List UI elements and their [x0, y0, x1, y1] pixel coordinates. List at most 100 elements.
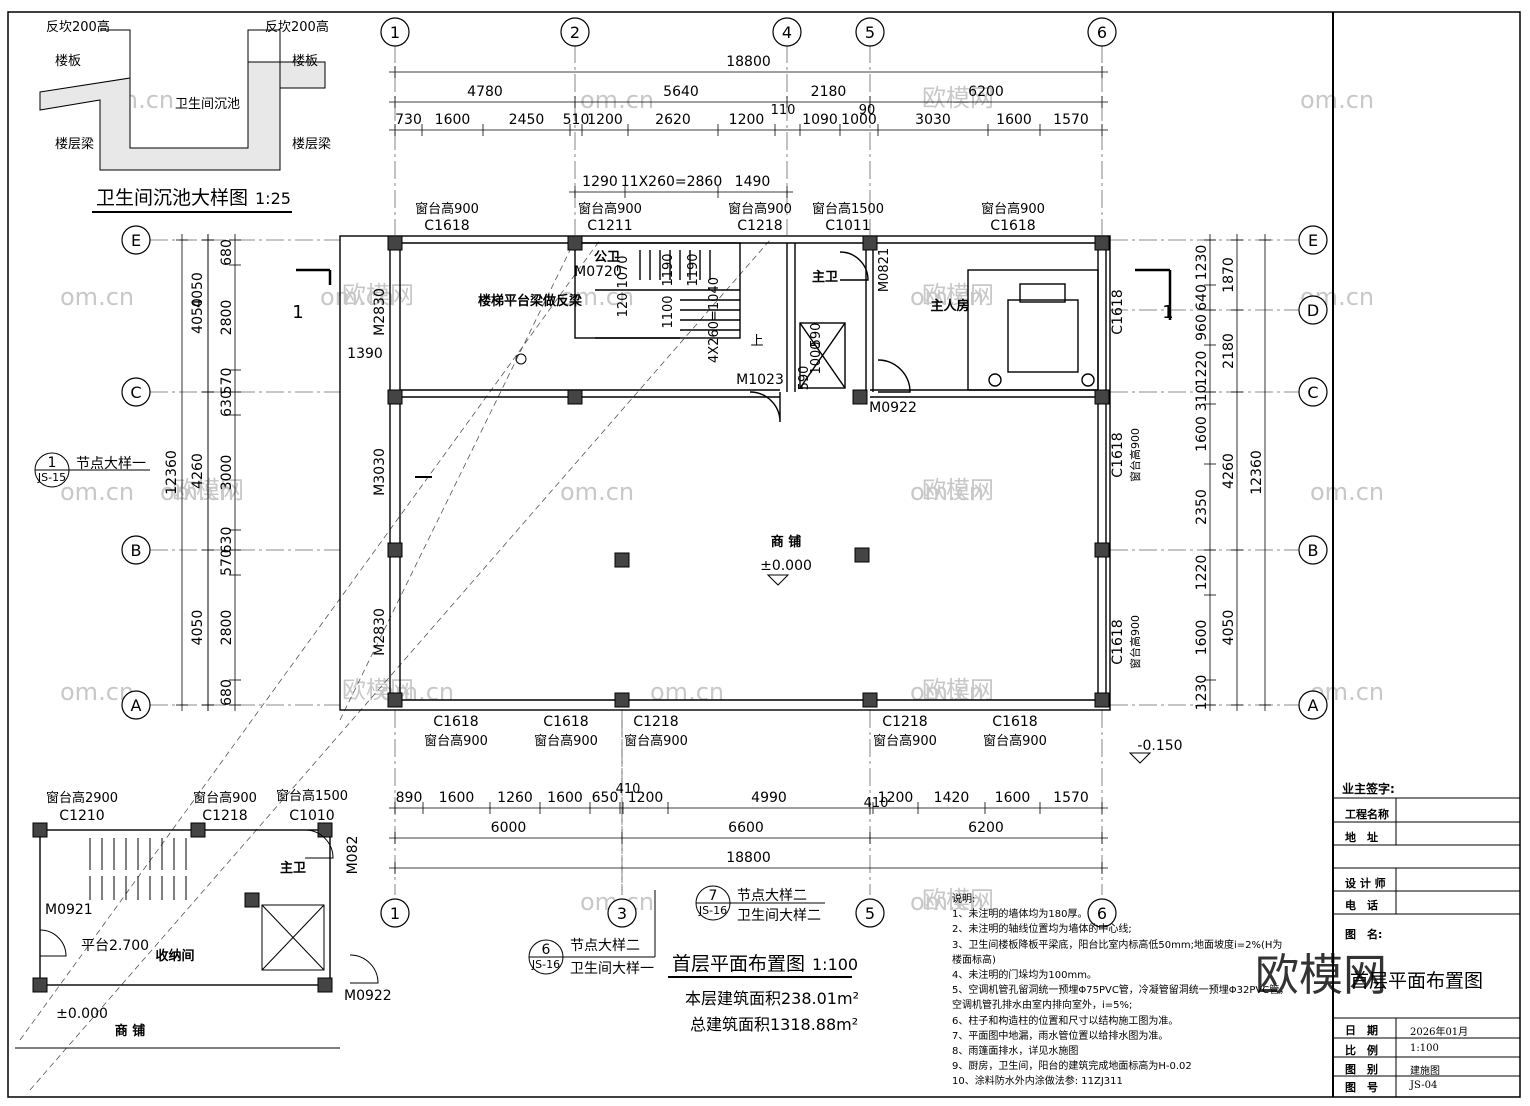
door-label: M0922 [869, 400, 917, 416]
window-sill: 窗台高900 [415, 201, 479, 217]
door-arc [877, 359, 911, 393]
dim-text: 2180 [1221, 333, 1237, 369]
watermark-text: om.cn [560, 478, 634, 506]
shaft [799, 322, 846, 389]
axis-label: 6 [1097, 23, 1107, 42]
bedroom-furniture [967, 269, 1099, 391]
dim-text: 12360 [164, 450, 180, 495]
dim-text: 2450 [509, 112, 545, 128]
dim-text: 410 [616, 782, 641, 797]
watermark-text: om.cn [60, 283, 134, 311]
dim-text: 12360 [1249, 450, 1265, 495]
dim-text: 640 [1194, 284, 1210, 311]
axis-bubble [772, 17, 802, 47]
plan-scale: 1:100 [812, 955, 858, 974]
door-arc [349, 954, 379, 984]
watermark-text: om.cn [320, 283, 394, 311]
detail-label: 卫生间沉池 [175, 97, 240, 112]
dim-text: 1600 [1194, 416, 1210, 452]
dim-text: 680 [219, 679, 235, 706]
detail-window: C1218 [202, 808, 247, 824]
watermark-cn: 欧模网 [922, 476, 994, 504]
section-number: 1 [1162, 302, 1173, 323]
axis-bubble [1298, 295, 1328, 325]
level-triangle [766, 574, 790, 586]
dim-text: 11X260=2860 [621, 174, 723, 190]
axis-label: E [1308, 231, 1318, 250]
dim-text: 1000 [841, 112, 877, 128]
dim-text: 650 [592, 790, 619, 806]
dim-text: 2800 [219, 300, 235, 336]
axis-label: 3 [617, 904, 627, 923]
door-label: M2830 [372, 608, 388, 656]
date-label: 日 期 [1345, 1024, 1378, 1037]
dim-text: 1220 [1194, 555, 1210, 591]
level-mark: -0.150 [1137, 738, 1182, 754]
detail-title: 卫生间沉池大样图 [96, 187, 248, 209]
total-area: 总建筑面积1318.88m² [690, 1015, 858, 1034]
window-label: C1218 [633, 714, 678, 730]
node-ref-text: 卫生间大样二 [737, 908, 821, 924]
shaft [261, 904, 325, 971]
level-mark: ±0.000 [760, 558, 812, 574]
detail-label: 楼板 [55, 54, 81, 69]
window-sill: 窗台高900 [981, 201, 1045, 217]
dim-text: 2180 [811, 84, 847, 100]
dim-text: 1570 [1053, 790, 1089, 806]
column [1094, 235, 1110, 251]
door-label: M2830 [372, 288, 388, 336]
column [190, 822, 206, 838]
dim-text: 5640 [663, 84, 699, 100]
search-symbol [515, 353, 527, 365]
node-ref-num: 7 [709, 888, 718, 904]
level-triangle [1128, 752, 1152, 764]
dim-text: 1600 [995, 790, 1031, 806]
column [387, 542, 403, 558]
dim-text: 1220 [1194, 351, 1210, 387]
axis-bubble [1087, 17, 1117, 47]
dim-text: 570 [219, 368, 235, 395]
detail-label: 楼层梁 [55, 137, 94, 152]
detail-sill: 窗台高1500 [276, 788, 348, 804]
section-number: 1 [292, 302, 303, 323]
room-bath: 主卫 [812, 269, 838, 285]
dim-text: 1230 [1194, 245, 1210, 281]
axis-label: A [131, 696, 142, 715]
axis-bubble [1298, 225, 1328, 255]
detail-outline [39, 829, 331, 986]
dim-text: 4260 [190, 453, 206, 489]
stair-dim: 1000 [809, 341, 824, 374]
stair-dim: 4X260=1040 [707, 277, 722, 363]
column [862, 692, 878, 708]
door-arc [749, 391, 781, 423]
stair-dim: 1100 [661, 295, 676, 328]
owner-sign-label: 业主签字: [1342, 782, 1395, 796]
window-sill: 窗台高900 [624, 733, 688, 749]
dim-text: 410 [864, 796, 889, 811]
stair-up: 上 [750, 334, 763, 349]
detail-platform: 平台2.700 [81, 938, 149, 954]
window-label: C1618 [992, 714, 1037, 730]
node-ref-sheet: JS-15 [37, 471, 66, 484]
detail-label: 反坎200高 [46, 19, 110, 35]
column [614, 692, 630, 708]
axis-bubble [380, 17, 410, 47]
watermark-cn: 欧模网 [922, 84, 994, 112]
category-value: 建施图 [1410, 1066, 1440, 1077]
watermark-cn: 欧模网 [342, 281, 414, 309]
sink-section-shape [39, 61, 326, 171]
dim-text: 110 [771, 103, 796, 118]
scale-value: 1:100 [1410, 1043, 1439, 1054]
designer-label: 设 计 师 [1345, 877, 1386, 890]
dim-text: 4050 [190, 272, 206, 308]
dim-text: 1260 [497, 790, 533, 806]
watermark-cn: 欧模网 [922, 281, 994, 309]
note-line: 空调机管孔排水由室内排向室外，i=5%; [952, 1000, 1133, 1012]
node-ref-text: 卫生间大样一 [570, 961, 654, 977]
door-arc [39, 929, 67, 957]
axis-label: 5 [865, 23, 875, 42]
detail-label: 楼层梁 [292, 137, 331, 152]
